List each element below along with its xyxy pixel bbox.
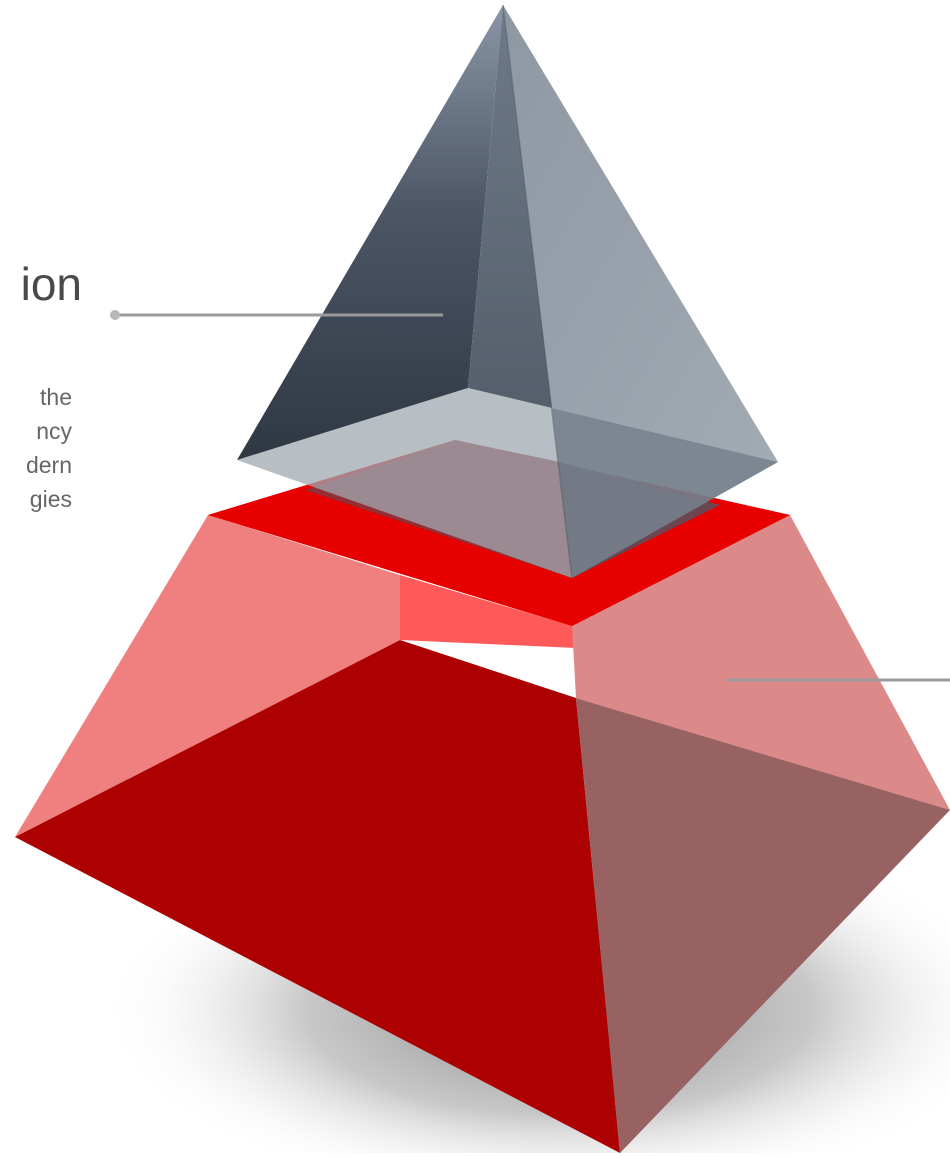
top-tier-description: the ncy dern gies (0, 380, 72, 516)
bottom-inner-left (400, 575, 576, 648)
top-tier-description-line: ncy (36, 418, 72, 444)
top-tier-description-line: dern (25, 452, 72, 478)
top-right-face (503, 5, 778, 462)
top-right-lower (552, 408, 778, 578)
bottom-left-face (15, 515, 400, 837)
top-edge-line (502, 4, 573, 579)
bottom-side-shade (576, 698, 950, 1153)
bottom-front-face (15, 640, 620, 1153)
top-tier-title: ion (20, 258, 82, 310)
top-base-front (237, 388, 572, 578)
top-middle-face (468, 5, 552, 408)
top-tier-connector-dot (110, 310, 120, 320)
top-tier-description-line: the (40, 384, 72, 410)
top-tier-description-line: gies (29, 486, 72, 512)
bottom-right-face (572, 515, 950, 810)
top-left-face (237, 5, 503, 460)
